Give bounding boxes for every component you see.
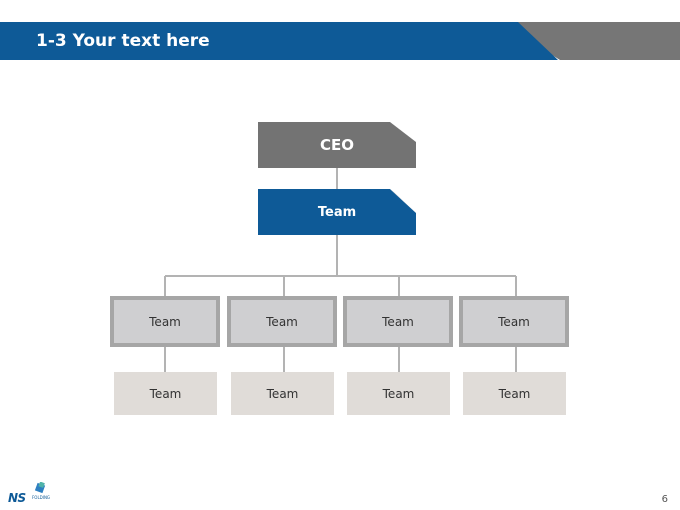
header-banner: 1-3 Your text here (0, 22, 680, 60)
page-fold-corner (390, 189, 416, 213)
mid-team-box: Team (459, 296, 569, 347)
page-number: 6 (661, 494, 668, 505)
low-team-label: Team (266, 386, 299, 401)
low-team-box: Team (347, 372, 450, 415)
ceo-box: CEO (258, 122, 416, 168)
low-team-box: Team (463, 372, 566, 415)
low-team-box: Team (114, 372, 217, 415)
company-logo: NS FOLDING (8, 482, 68, 505)
header-background (0, 22, 680, 60)
mid-team-box: Team (343, 296, 453, 347)
mid-team-label: Team (149, 314, 181, 329)
ceo-label: CEO (319, 136, 354, 154)
logo-wordmark: NS (8, 491, 26, 505)
low-team-label: Team (382, 386, 415, 401)
mid-team-label: Team (266, 314, 298, 329)
logo-subtext: FOLDING (32, 495, 51, 500)
top-team-label: Team (317, 204, 357, 220)
mid-team-box: Team (110, 296, 220, 347)
page-fold-corner (390, 122, 416, 142)
logo-mark-icon (34, 482, 46, 494)
low-team-label: Team (149, 386, 182, 401)
low-team-box: Team (231, 372, 334, 415)
low-team-label: Team (498, 386, 531, 401)
mid-team-box: Team (227, 296, 337, 347)
mid-team-label: Team (498, 314, 530, 329)
top-team-box: Team (258, 189, 416, 235)
mid-team-label: Team (382, 314, 414, 329)
slide-title: 1-3 Your text here (36, 31, 210, 51)
